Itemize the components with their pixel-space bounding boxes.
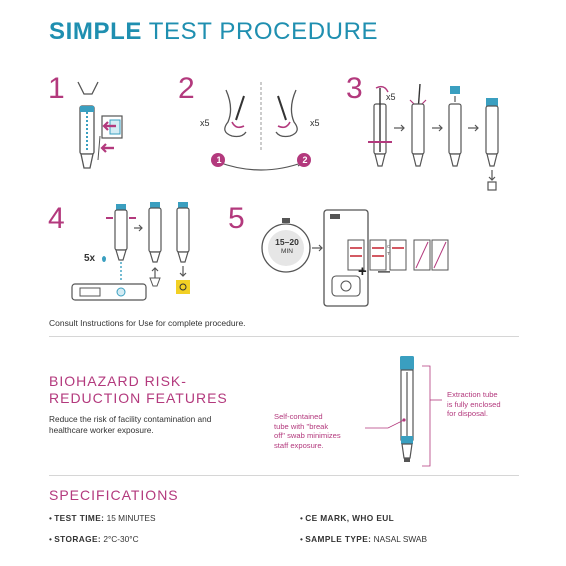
- step-4-illustration: [71, 202, 190, 301]
- nose-right-icon: [275, 89, 298, 138]
- result-negative-icon: [389, 239, 407, 271]
- tube-cap-open-icon: [77, 81, 99, 95]
- tube-icon: [114, 209, 128, 251]
- spec-item: • CE MARK, WHO EUL: [300, 513, 395, 523]
- drop-icon: [102, 256, 106, 262]
- step-2-count-right: x5: [310, 118, 320, 128]
- tube-icon: [176, 207, 190, 253]
- spec-item: • STORAGE: 2°C-30°C: [49, 534, 139, 544]
- biohazard-body: Reduce the risk of facility contaminatio…: [49, 414, 211, 436]
- step-4-drops: 5x: [84, 253, 96, 264]
- tube-icon: [148, 207, 162, 253]
- step-3-number: 3: [346, 72, 363, 105]
- spec-key: SAMPLE TYPE:: [305, 534, 372, 544]
- curved-arrow-icon: [217, 161, 305, 171]
- tube-icon: [485, 105, 499, 155]
- biohazard-title-line-2: REDUCTION FEATURES: [49, 390, 228, 406]
- spec-value: 2°C-30°C: [103, 534, 139, 544]
- step-5-timer: 15–20: [275, 237, 299, 247]
- step-4-number: 4: [48, 202, 65, 235]
- title-rest: TEST PROCEDURE: [148, 18, 379, 45]
- spec-item: • SAMPLE TYPE: NASAL SWAB: [300, 534, 427, 544]
- callout-right-line: is fully enclosed: [447, 399, 501, 409]
- marker-2-icon: [297, 153, 311, 167]
- step-2-count-left: x5: [200, 118, 210, 128]
- divider: [49, 336, 519, 337]
- page-title: SIMPLE TEST PROCEDURE: [49, 18, 378, 46]
- step-3-illustration: [368, 83, 499, 191]
- step-5-negative-sign: —: [378, 264, 390, 278]
- tube-icon: [411, 103, 425, 155]
- biohazard-body-line-1: Reduce the risk of facility contaminatio…: [49, 414, 212, 424]
- rotate-arrow-icon: [375, 85, 389, 93]
- marker-1-icon: [211, 153, 225, 167]
- step-2-number: 2: [178, 72, 195, 105]
- biohazard-body-line-2: healthcare worker exposure.: [49, 425, 154, 435]
- step-5-timer-unit: MIN: [281, 248, 293, 255]
- swab-right-icon: [277, 95, 287, 121]
- procedure-note: Consult Instructions for Use for complet…: [49, 318, 246, 328]
- cap-icon: [450, 86, 460, 94]
- step-3-count: x5: [386, 92, 396, 102]
- callout-right: Extraction tube is fully enclosed for di…: [447, 390, 537, 419]
- title-bold: SIMPLE: [49, 18, 142, 45]
- step-2-marker-1: 1: [216, 155, 222, 165]
- spec-item: • TEST TIME: 15 MINUTES: [49, 513, 156, 523]
- swab-left-icon: [235, 95, 245, 121]
- spec-value: NASAL SWAB: [373, 534, 427, 544]
- spec-key: TEST TIME:: [54, 513, 105, 523]
- callout-left-line: off" swab minimizes: [274, 431, 341, 440]
- step-5-brand: BINAX: [342, 212, 356, 217]
- callout-left: Self-contained tube with "break off" swa…: [274, 412, 364, 450]
- tube-icon: [448, 103, 462, 155]
- callout-left-leader: [365, 419, 405, 429]
- step-5-line-t: T: [387, 251, 390, 256]
- callout-right-line: for disposal.: [447, 409, 488, 418]
- callout-left-line: staff exposure.: [274, 440, 324, 450]
- divider: [49, 475, 519, 476]
- extraction-tube-illustration: [365, 356, 442, 467]
- step-5-illustration: [261, 209, 449, 307]
- biohazard-bin-icon: [176, 280, 190, 294]
- nose-left-icon: [224, 89, 247, 138]
- biohazard-title-line-1: BIOHAZARD RISK-: [49, 373, 187, 389]
- step-5-number: 5: [228, 202, 245, 235]
- callout-left-line: tube with "break: [274, 421, 329, 431]
- step-5-positive-sign: +: [358, 263, 367, 280]
- step-1-illustration: [77, 81, 123, 169]
- spec-key: STORAGE:: [54, 534, 102, 544]
- tube-cap-icon: [400, 356, 414, 370]
- callout-right-bracket: [422, 365, 431, 467]
- biohazard-title: BIOHAZARD RISK- REDUCTION FEATURES: [49, 373, 228, 407]
- spec-value: 15 MINUTES: [106, 513, 156, 523]
- step-5-line-c: C: [387, 244, 391, 249]
- callout-left-line: Self-contained: [274, 412, 323, 421]
- callout-right-line: Extraction tube: [447, 390, 498, 399]
- step-1-number: 1: [48, 72, 65, 105]
- step-2-marker-2: 2: [302, 155, 308, 165]
- specs-title: SPECIFICATIONS: [49, 487, 179, 503]
- spec-key: CE MARK, WHO EUL: [305, 513, 395, 523]
- step-2-illustration: [211, 82, 311, 171]
